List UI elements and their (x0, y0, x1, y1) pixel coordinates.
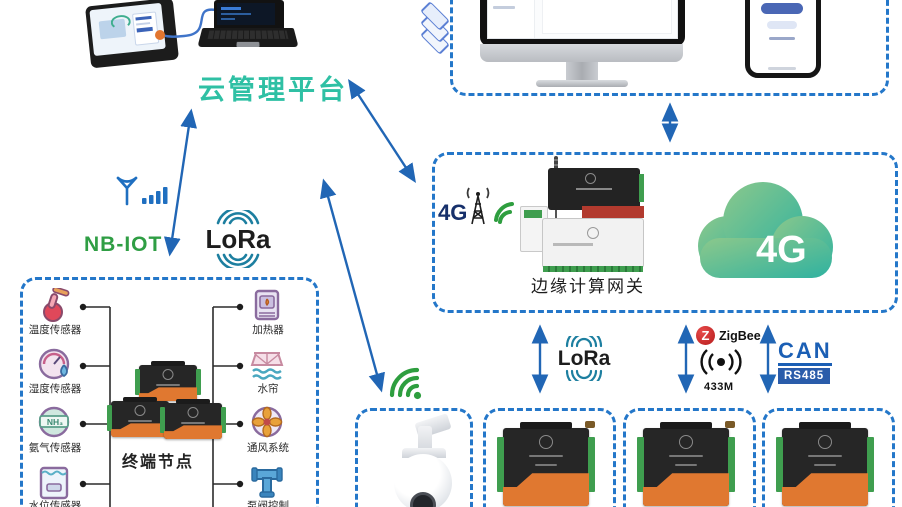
zigbee-text: ZigBee (719, 328, 761, 343)
sensor-label: 氨气传感器 (28, 442, 82, 454)
phone-secondary-button (767, 21, 797, 29)
ventilation-icon (251, 406, 283, 438)
lora-logo-small: LoRa (548, 336, 620, 381)
zigbee-logo: Z ZigBee 433M (696, 326, 766, 393)
heater-icon (254, 289, 280, 321)
monitor-chin (480, 44, 683, 62)
lora-logo: LoRa (190, 210, 286, 268)
nh3-text: NH₃ (46, 417, 64, 427)
can-rs485-label: CAN RS485 (778, 340, 832, 384)
water-level-sensor-icon (39, 466, 69, 500)
phone-home-indicator (768, 67, 796, 70)
humidity-sensor-icon (38, 348, 70, 380)
ammonia-sensor-icon (38, 406, 70, 438)
monitor-stand (566, 62, 598, 80)
zigbee-node-panel (623, 408, 756, 507)
lora-node-panel (483, 408, 616, 507)
phone-link-text (769, 37, 795, 40)
sensor-label: 水位传感器 (28, 500, 82, 507)
gateway-label: 边缘计算网关 (531, 277, 645, 296)
svg-text:4G: 4G (438, 200, 467, 225)
gateway-device (512, 156, 652, 274)
4g-radio-icon: 4G (438, 180, 518, 230)
433m-text: 433M (704, 381, 734, 393)
sensor-label: 温度传感器 (28, 324, 82, 336)
phone-primary-button (761, 3, 803, 14)
433m-radio-icon (700, 349, 742, 375)
sensor-label: 湿度传感器 (28, 383, 82, 395)
lora-logo-text: LoRa (205, 224, 271, 254)
actuator-label: 水帘 (257, 383, 279, 395)
actuator-label: 加热器 (252, 324, 284, 336)
zigbee-z-icon: Z (696, 326, 715, 345)
pump-valve-icon (251, 467, 283, 498)
io-module (497, 421, 595, 506)
monitor (480, 0, 685, 46)
monitor-base (536, 80, 628, 87)
terminal-node-module (107, 397, 173, 437)
nbiot-label: NB-IOT (84, 233, 163, 256)
terminal-node-title: 终端节点 (122, 454, 195, 471)
rs485-text: RS485 (778, 368, 831, 384)
wifi-signal-icon (389, 367, 422, 400)
ptz-camera (372, 413, 462, 507)
temperature-sensor-icon (43, 288, 70, 322)
svg-text:4G: 4G (756, 229, 807, 271)
cable (155, 8, 217, 40)
actuator-label: 泵阀控制 (247, 500, 289, 507)
water-curtain-icon (250, 352, 284, 380)
terminal-panel (20, 277, 319, 507)
camera-panel (355, 408, 473, 507)
terminal-node-module (135, 361, 201, 401)
io-module (776, 422, 874, 506)
nbiot-antenna-icon (116, 176, 168, 206)
phone (745, 0, 821, 78)
can-text: CAN (778, 340, 832, 366)
cloud-platform-title: 云管理平台 (198, 75, 348, 105)
can-node-panel (762, 408, 895, 507)
io-module (637, 421, 735, 506)
actuator-label: 通风系统 (247, 442, 289, 454)
gateway-panel (432, 152, 898, 313)
4g-cloud: 4G (698, 182, 833, 278)
cloud-clients-panel (450, 0, 889, 96)
lora-small-text: LoRa (557, 347, 611, 370)
laptop-photo (197, 0, 299, 50)
terminal-node-module (160, 399, 226, 439)
